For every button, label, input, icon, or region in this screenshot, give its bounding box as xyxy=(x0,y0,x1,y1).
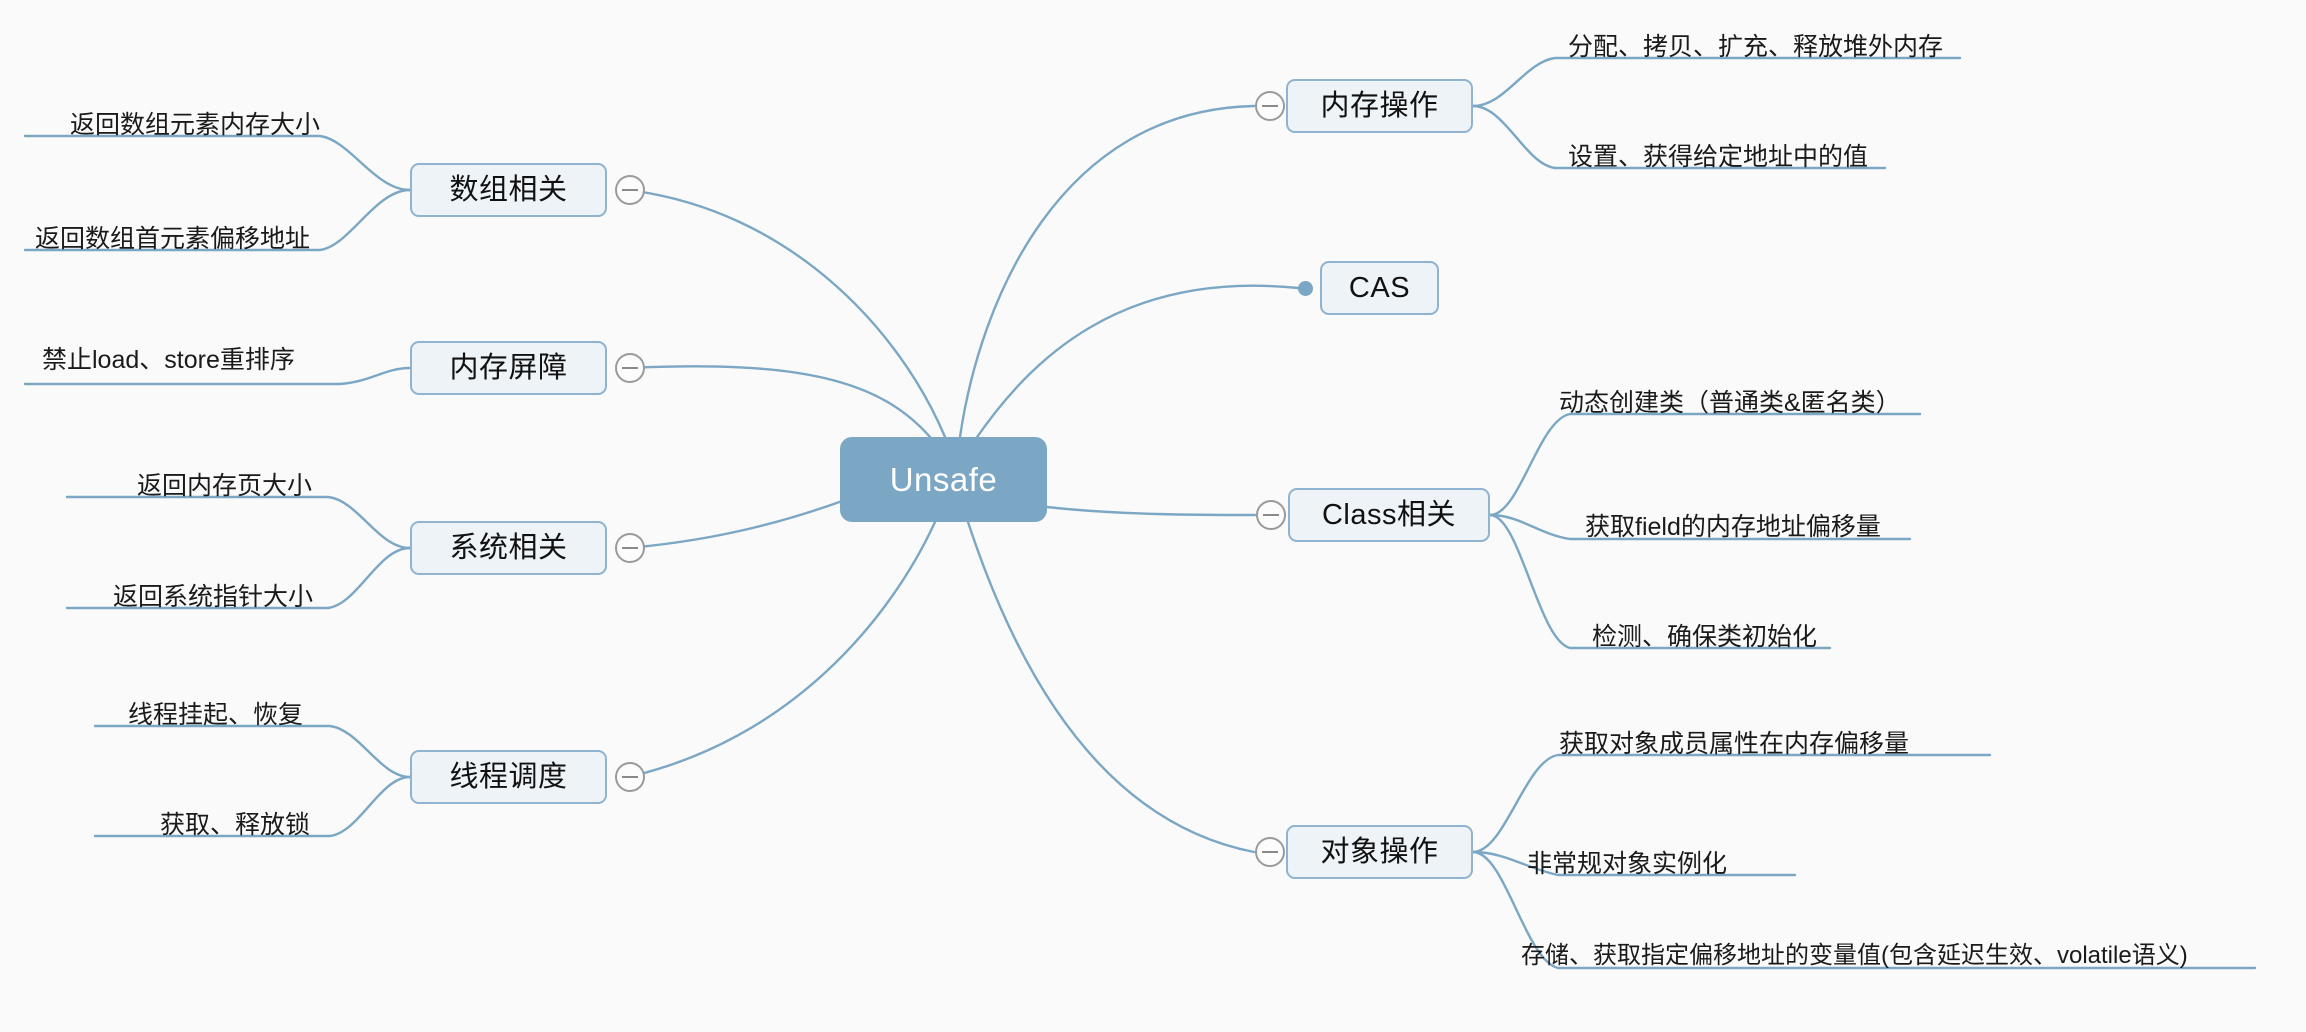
edge-class-child-2 xyxy=(1488,513,1912,541)
edge-memop-child-1 xyxy=(1471,56,1962,108)
branch-label-memory-op: 内存操作 xyxy=(1320,89,1439,122)
minus-circle-icon-array[interactable] xyxy=(615,175,645,205)
edge-thread-child-2 xyxy=(93,775,412,838)
root-node-label: Unsafe xyxy=(889,461,998,498)
branch-node-memory-barrier[interactable]: 内存屏障 xyxy=(410,341,607,395)
branch-label-system: 系统相关 xyxy=(449,531,568,564)
edge-objop-child-3 xyxy=(1471,850,2257,970)
branch-node-thread[interactable]: 线程调度 xyxy=(410,750,607,804)
leaf-object-op-2[interactable]: 非常规对象实例化 xyxy=(1527,850,1728,878)
edge-array-child-2 xyxy=(23,188,412,252)
leaf-array-1[interactable]: 返回数组元素内存大小 xyxy=(70,111,321,139)
edge-thread-child-1 xyxy=(93,724,412,779)
branch-label-object-op: 对象操作 xyxy=(1320,835,1439,868)
leaf-thread-1[interactable]: 线程挂起、恢复 xyxy=(128,701,304,729)
branch-node-array[interactable]: 数组相关 xyxy=(410,163,607,217)
minus-circle-icon-class[interactable] xyxy=(1256,500,1286,530)
edge-root-to-memory-barrier xyxy=(626,365,932,439)
edge-root-to-class xyxy=(1045,505,1257,517)
branch-label-thread: 线程调度 xyxy=(449,760,568,793)
edge-barrier-child-1 xyxy=(23,366,412,386)
edge-root-to-array xyxy=(626,188,947,439)
branch-label-array: 数组相关 xyxy=(449,173,568,206)
branch-label-class: Class相关 xyxy=(1321,498,1456,531)
edge-root-to-system xyxy=(626,498,847,550)
leaf-system-2[interactable]: 返回系统指针大小 xyxy=(113,583,314,611)
edge-system-child-2 xyxy=(65,546,412,610)
edge-class-child-3 xyxy=(1488,513,1832,650)
edge-root-to-thread xyxy=(626,520,937,779)
edge-class-child-1 xyxy=(1488,412,1922,517)
edge-memop-child-2 xyxy=(1471,104,1887,170)
leaf-class-1[interactable]: 动态创建类（普通类&匿名类） xyxy=(1559,389,1901,417)
minus-circle-icon-memory-op[interactable] xyxy=(1255,91,1285,121)
leaf-system-1[interactable]: 返回内存页大小 xyxy=(137,472,313,500)
minus-circle-icon-object-op[interactable] xyxy=(1255,837,1285,867)
branch-node-class[interactable]: Class相关 xyxy=(1288,488,1490,542)
leaf-memory-op-2[interactable]: 设置、获得给定地址中的值 xyxy=(1568,143,1869,171)
leaf-memory-op-1[interactable]: 分配、拷贝、扩充、释放堆外内存 xyxy=(1568,33,1944,61)
edge-objop-child-2 xyxy=(1471,850,1797,877)
minus-circle-icon-thread[interactable] xyxy=(615,762,645,792)
branch-node-cas[interactable]: CAS xyxy=(1320,261,1439,315)
dot-icon-cas[interactable] xyxy=(1298,281,1313,296)
leaf-class-3[interactable]: 检测、确保类初始化 xyxy=(1592,623,1818,651)
branch-label-cas: CAS xyxy=(1348,271,1411,304)
leaf-thread-2[interactable]: 获取、释放锁 xyxy=(160,811,311,839)
branch-label-memory-barrier: 内存屏障 xyxy=(449,351,568,384)
root-node-unsafe[interactable]: Unsafe xyxy=(840,437,1047,522)
leaf-object-op-1[interactable]: 获取对象成员属性在内存偏移量 xyxy=(1559,730,1910,758)
minus-circle-icon-memory-barrier[interactable] xyxy=(615,353,645,383)
leaf-array-2[interactable]: 返回数组首元素偏移地址 xyxy=(35,225,311,253)
edge-objop-child-1 xyxy=(1471,753,1992,854)
leaf-class-2[interactable]: 获取field的内存地址偏移量 xyxy=(1585,513,1881,541)
edge-system-child-1 xyxy=(65,495,412,550)
edge-root-to-memory-op xyxy=(958,104,1256,439)
branch-node-system[interactable]: 系统相关 xyxy=(410,521,607,575)
branch-node-object-op[interactable]: 对象操作 xyxy=(1286,825,1473,879)
edge-root-to-cas xyxy=(973,284,1300,442)
minus-circle-icon-system[interactable] xyxy=(615,533,645,563)
edge-root-to-object xyxy=(966,520,1256,854)
leaf-memory-barrier-1[interactable]: 禁止load、store重排序 xyxy=(42,346,295,374)
leaf-object-op-3[interactable]: 存储、获取指定偏移地址的变量值(包含延迟生效、volatile语义) xyxy=(1521,942,2188,969)
branch-node-memory-op[interactable]: 内存操作 xyxy=(1286,79,1473,133)
edge-array-child-1 xyxy=(23,134,412,192)
